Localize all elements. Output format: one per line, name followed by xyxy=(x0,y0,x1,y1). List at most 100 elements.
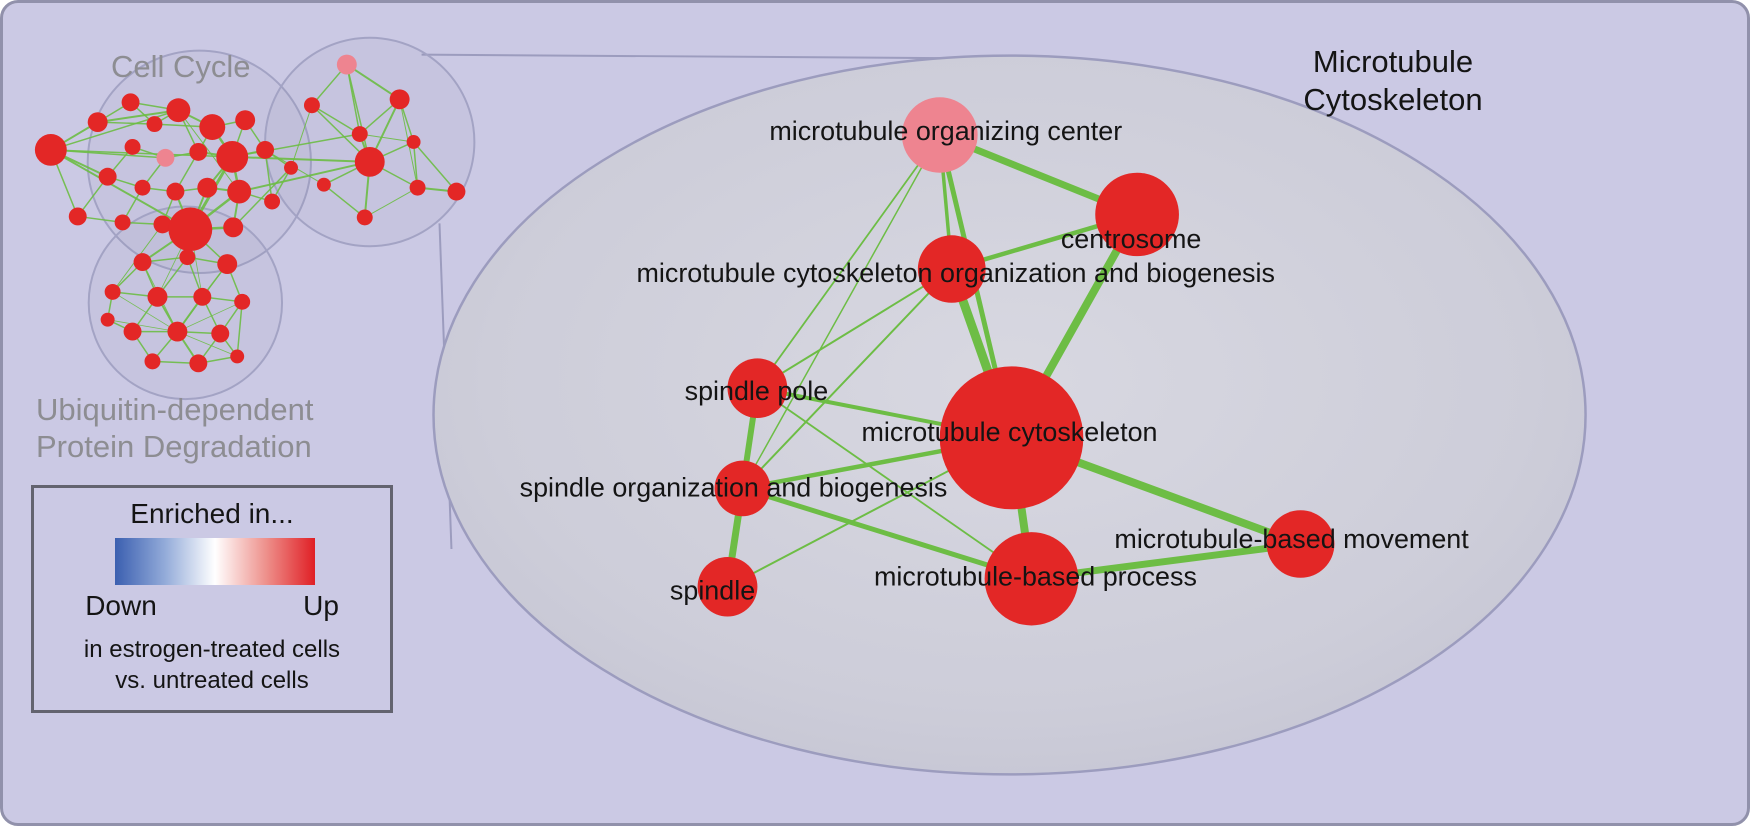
overview-node xyxy=(356,209,373,226)
overview-node xyxy=(134,179,151,196)
node-spindle xyxy=(697,556,758,617)
overview-node xyxy=(189,142,208,161)
node-label-spindle_pole: spindle pole xyxy=(685,376,829,406)
overview-node xyxy=(68,207,87,226)
detail-edge-spindle_pole-mbp xyxy=(756,387,1033,580)
overview-node xyxy=(168,207,213,252)
overview-node xyxy=(133,253,152,272)
node-mt_cyt xyxy=(939,366,1084,510)
detail-title-line1: Microtubule xyxy=(1312,44,1474,79)
cluster-circle-cell-cycle xyxy=(86,49,312,275)
overview-node xyxy=(217,254,238,275)
detail-title-line2: Cytoskeleton xyxy=(1303,82,1483,117)
node-label-mbm: microtubule-based movement xyxy=(1114,524,1469,554)
overview-node xyxy=(406,135,421,149)
overview-edge xyxy=(96,109,180,124)
overview-node xyxy=(146,116,163,133)
overview-edge xyxy=(232,167,292,229)
node-label-mbp: microtubule-based process xyxy=(874,562,1197,592)
overview-node xyxy=(144,353,161,370)
overview-node xyxy=(114,214,131,231)
overview-edge xyxy=(177,301,243,332)
overview-node xyxy=(235,110,256,131)
detail-edge-mcob-spindle_pole xyxy=(756,268,953,390)
legend-caption-line2: vs. untreated cells xyxy=(115,667,309,694)
detail-edge-moc-sob xyxy=(741,134,941,490)
overview-node xyxy=(193,287,212,306)
node-label-moc: microtubule organizing center xyxy=(769,116,1122,146)
overview-edge xyxy=(231,155,371,163)
node-moc xyxy=(901,97,978,173)
detail-edge-sob-mbp xyxy=(739,485,1034,582)
cluster-label-ubiquitin: Ubiquitin-dependent Protein Degradation xyxy=(36,391,314,465)
overview-edge xyxy=(177,331,238,357)
cluster-label-cell-cycle: Cell Cycle xyxy=(111,49,251,84)
node-label-mcob: microtubule cytoskeleton organization an… xyxy=(637,258,1275,288)
overview-edge xyxy=(345,63,401,101)
overview-node xyxy=(336,54,357,75)
overview-node xyxy=(354,146,385,177)
overview-node xyxy=(153,215,172,234)
overview-node xyxy=(227,179,252,204)
overview-edge xyxy=(177,109,240,193)
overview-node xyxy=(256,140,275,159)
node-mcob xyxy=(917,235,986,303)
network-canvas: microtubule organizing center centrosome m… xyxy=(34,36,1587,776)
overview-node xyxy=(389,89,410,110)
overview-edge xyxy=(236,301,243,358)
overview-node xyxy=(98,167,117,186)
overview-node xyxy=(166,182,185,201)
overview-node xyxy=(147,286,168,307)
overview-node xyxy=(167,321,188,342)
legend-color-scale xyxy=(115,538,315,585)
legend: Enriched in... Down Up in estrogen-treat… xyxy=(31,485,393,713)
overview-node xyxy=(211,324,230,343)
overview-node xyxy=(264,193,281,210)
legend-caption-line1: in estrogen-treated cells xyxy=(83,636,341,663)
overview-edge xyxy=(346,63,371,163)
overview-node xyxy=(124,139,141,155)
overview-node xyxy=(303,97,320,114)
overview-node xyxy=(316,177,331,192)
legend-title: Enriched in... xyxy=(130,498,294,529)
legend-down-label: Down xyxy=(85,590,157,621)
overview-node xyxy=(223,217,244,238)
overview-nodes-layer xyxy=(34,54,466,373)
cluster-label-ubiquitin-line2: Protein Degradation xyxy=(36,429,312,464)
overview-node xyxy=(199,114,226,140)
node-label-centrosome: centrosome xyxy=(1061,224,1202,254)
overview-edge xyxy=(107,319,178,332)
overview-node xyxy=(179,249,196,266)
detail-nodes-layer xyxy=(697,97,1335,626)
overview-edge xyxy=(323,183,366,219)
overview-edge xyxy=(364,187,419,218)
legend-up-label: Up xyxy=(303,590,339,621)
overview-edge xyxy=(231,133,361,158)
overview-node xyxy=(230,349,245,364)
detail-title-microtubule-cytoskeleton: Microtubule Cytoskeleton xyxy=(1258,43,1528,119)
overview-node xyxy=(189,354,208,373)
node-label-mt_cyt: microtubule cytoskeleton xyxy=(862,417,1158,447)
overview-node xyxy=(409,179,426,196)
overview-node xyxy=(284,160,298,175)
node-label-spindle: spindle xyxy=(670,576,755,606)
overview-node xyxy=(87,112,108,133)
overview-node xyxy=(34,134,67,166)
overview-node xyxy=(166,98,191,123)
detail-edge-mcob-sob xyxy=(741,268,953,490)
overview-edge xyxy=(49,148,192,231)
overview-edge xyxy=(311,104,361,135)
overview-node xyxy=(123,322,142,341)
overview-node xyxy=(100,312,115,327)
overview-node xyxy=(234,293,251,310)
zoom-connector-upper xyxy=(421,53,1010,60)
overview-edge xyxy=(112,291,178,332)
node-mbm xyxy=(1266,510,1335,578)
node-centrosome xyxy=(1095,172,1179,257)
overview-node xyxy=(197,177,218,198)
overview-node xyxy=(156,148,175,167)
node-mbp xyxy=(984,532,1079,626)
node-label-sob: spindle organization and biogenesis xyxy=(520,472,948,502)
node-sob xyxy=(714,460,771,517)
